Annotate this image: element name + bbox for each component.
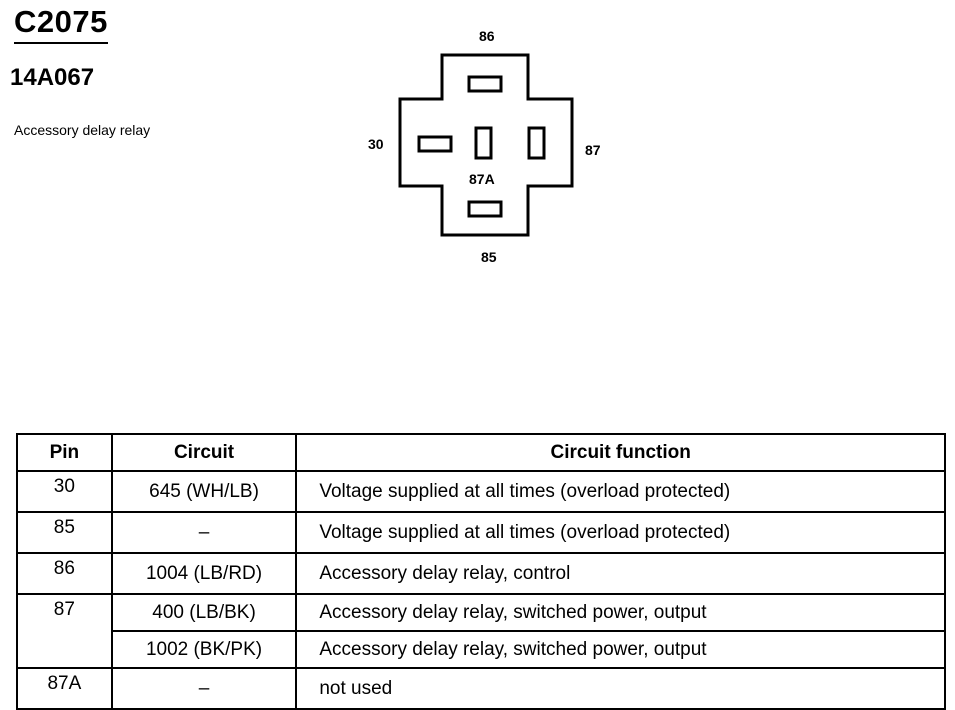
terminal-85-slot (467, 200, 503, 218)
table-row: 30 645 (WH/LB) Voltage supplied at all t… (16, 470, 946, 513)
connector-outline (398, 53, 574, 237)
circuit-cell: 645 (WH/LB) (110, 470, 298, 513)
function-cell: not used (295, 667, 946, 710)
pin-cell: 30 (16, 470, 113, 513)
pin-table: Pin Circuit Circuit function 30 645 (WH/… (16, 433, 946, 710)
table-header-row: Pin Circuit Circuit function (16, 433, 946, 472)
terminal-86-slot (467, 75, 503, 93)
function-cell: Accessory delay relay, switched power, o… (295, 630, 946, 669)
pin-label-30: 30 (368, 136, 384, 152)
header-pin: Pin (16, 433, 113, 472)
table-row: 86 1004 (LB/RD) Accessory delay relay, c… (16, 552, 946, 595)
function-cell: Accessory delay relay, control (295, 552, 946, 595)
terminal-87-slot (527, 126, 546, 160)
pin-label-87: 87 (585, 142, 601, 158)
circuit-cell: 1002 (BK/PK) (110, 630, 298, 669)
pin-cell: 87 (16, 593, 113, 669)
terminal-87a-slot (474, 126, 493, 160)
circuit-cell: 1004 (LB/RD) (110, 552, 298, 595)
pin-cell: 86 (16, 552, 113, 595)
table-row: 87 400 (LB/BK) Accessory delay relay, sw… (16, 593, 946, 669)
relay-connector-diagram (398, 53, 574, 237)
table-row: 87A – not used (16, 667, 946, 710)
table-row: 1002 (BK/PK) Accessory delay relay, swit… (17, 630, 946, 669)
table-row: 85 – Voltage supplied at all times (over… (16, 511, 946, 554)
function-cell: Voltage supplied at all times (overload … (295, 470, 946, 513)
pin-cell: 85 (16, 511, 113, 554)
circuit-cell: 400 (LB/BK) (110, 593, 298, 632)
terminal-30-slot (417, 135, 453, 153)
pin-label-85: 85 (481, 249, 497, 265)
circuit-cell: – (110, 511, 298, 554)
component-name: Accessory delay relay (14, 122, 151, 138)
connector-id: C2075 (14, 4, 108, 44)
pin-label-87a: 87A (469, 171, 495, 187)
pin-cell: 87A (16, 667, 113, 710)
function-cell: Voltage supplied at all times (overload … (295, 511, 946, 554)
header-circuit-function: Circuit function (295, 433, 946, 472)
circuit-cell: – (110, 667, 298, 710)
header-circuit: Circuit (110, 433, 298, 472)
function-cell: Accessory delay relay, switched power, o… (295, 593, 946, 632)
part-number: 14A067 (10, 64, 95, 91)
pin-label-86: 86 (479, 28, 495, 44)
